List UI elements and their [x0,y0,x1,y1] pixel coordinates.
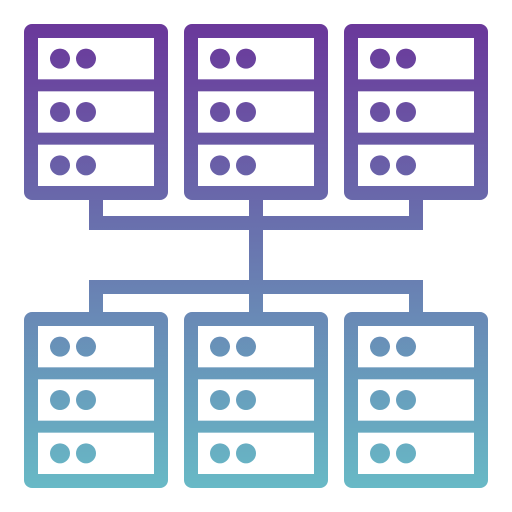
bottom-server-rack-3 [344,312,488,488]
indicator-light-icon [370,155,390,176]
indicator-light-icon [76,390,96,410]
bottom-connector [89,280,423,314]
indicator-light-icon [76,155,96,176]
indicator-light-icon [396,102,416,122]
indicator-light-icon [396,155,416,176]
indicator-light-icon [50,102,70,122]
indicator-light-icon [210,336,230,357]
indicator-light-icon [50,155,70,176]
top-server-rack-3 [344,24,488,200]
indicator-light-icon [76,443,96,464]
indicator-light-icon [396,390,416,410]
trunk-connector [249,230,263,280]
indicator-light-icon [210,390,230,410]
indicator-light-icon [236,102,256,122]
indicator-light-icon [236,390,256,410]
top-connector [89,196,423,230]
indicator-light-icon [210,102,230,122]
indicator-light-icon [370,102,390,122]
indicator-light-icon [210,155,230,176]
indicator-light-icon [370,336,390,357]
indicator-light-icon [396,48,416,69]
indicator-light-icon [76,48,96,69]
indicator-light-icon [370,390,390,410]
indicator-light-icon [210,48,230,69]
indicator-light-icon [396,336,416,357]
indicator-light-icon [50,336,70,357]
top-server-rack-2 [184,24,328,200]
bottom-server-rack-1 [24,312,168,488]
indicator-light-icon [370,48,390,69]
indicator-light-icon [370,443,390,464]
top-server-rack-1 [24,24,168,200]
indicator-light-icon [236,336,256,357]
indicator-light-icon [50,443,70,464]
network-connectors [89,196,423,314]
indicator-light-icon [236,48,256,69]
bottom-server-rack-2 [184,312,328,488]
indicator-light-icon [236,443,256,464]
indicator-light-icon [76,336,96,357]
server-racks [24,24,488,488]
indicator-light-icon [50,390,70,410]
indicator-light-icon [50,48,70,69]
indicator-light-icon [396,443,416,464]
indicator-light-icon [76,102,96,122]
indicator-light-icon [210,443,230,464]
indicator-light-icon [236,155,256,176]
